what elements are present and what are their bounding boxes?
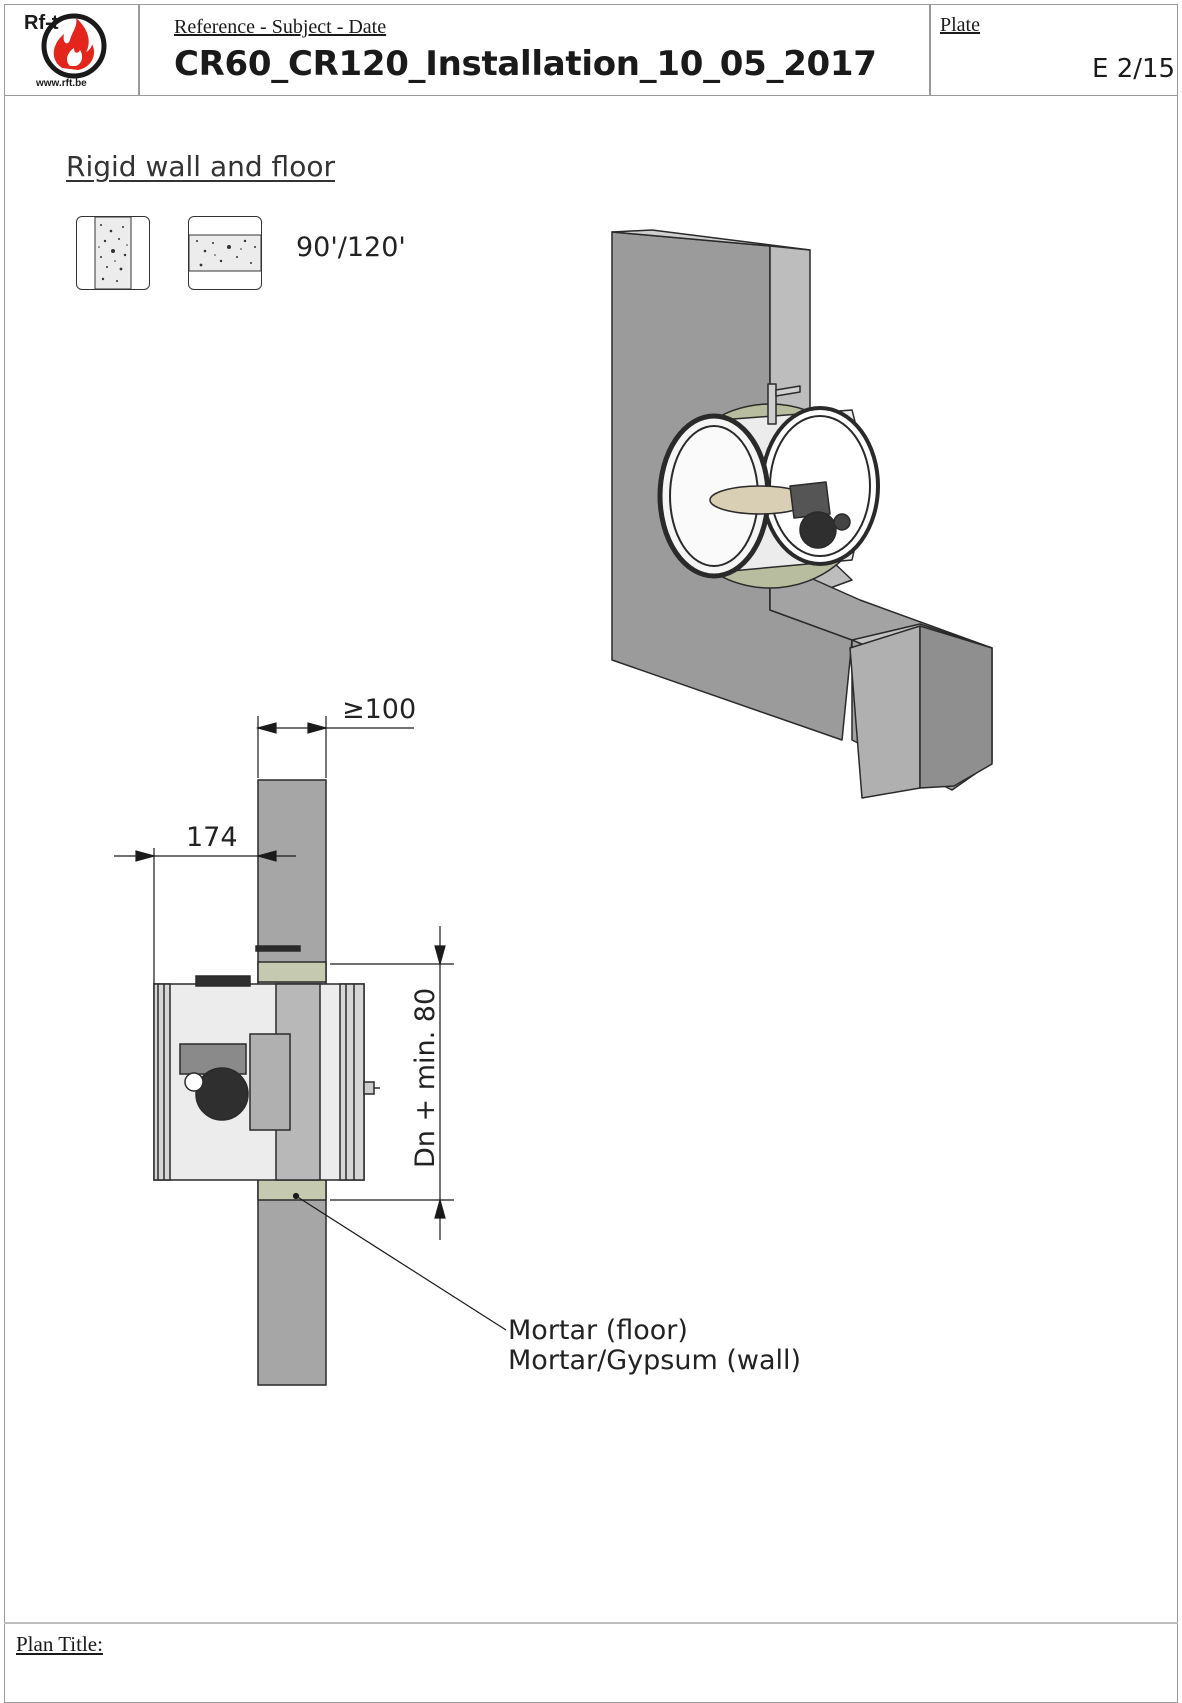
header-divider: [138, 4, 140, 96]
plan-title-divider: [4, 1622, 1178, 1624]
title-block-header: [4, 4, 1178, 96]
mortar-band-top: [257, 961, 327, 983]
plate-value: E 2/15: [1092, 54, 1176, 84]
header-divider: [929, 4, 931, 96]
rft-logo: Rf-t www.rft.be: [18, 8, 118, 94]
document-title: CR60_CR120_Installation_10_05_2017: [174, 44, 877, 84]
callout-wall: Mortar/Gypsum (wall): [508, 1345, 802, 1376]
reference-label: Reference - Subject - Date: [174, 16, 387, 38]
plate-label: Plate: [940, 14, 980, 36]
logo-url-text: www.rft.be: [36, 78, 87, 89]
mortar-band-bottom: [257, 1177, 327, 1201]
floor-symbol-icon: [188, 216, 262, 290]
dim-depth: 174: [186, 822, 238, 853]
floor-block-right: [919, 625, 993, 789]
fire-logo-icon: [41, 13, 107, 79]
dim-wall-thickness: ≥100: [342, 694, 417, 725]
callout-floor: Mortar (floor): [508, 1315, 688, 1346]
logo-brand-text: Rf-t: [24, 12, 59, 34]
dim-opening: Dn + min. 80: [410, 987, 441, 1168]
section-title: Rigid wall and floor: [66, 150, 335, 183]
fire-rating-label: 90'/120': [296, 232, 406, 263]
material-callout: Mortar (floor) Mortar/Gypsum (wall): [508, 1316, 801, 1376]
plan-title-label: Plan Title:: [16, 1632, 103, 1656]
wall-symbol-icon: [76, 216, 150, 290]
